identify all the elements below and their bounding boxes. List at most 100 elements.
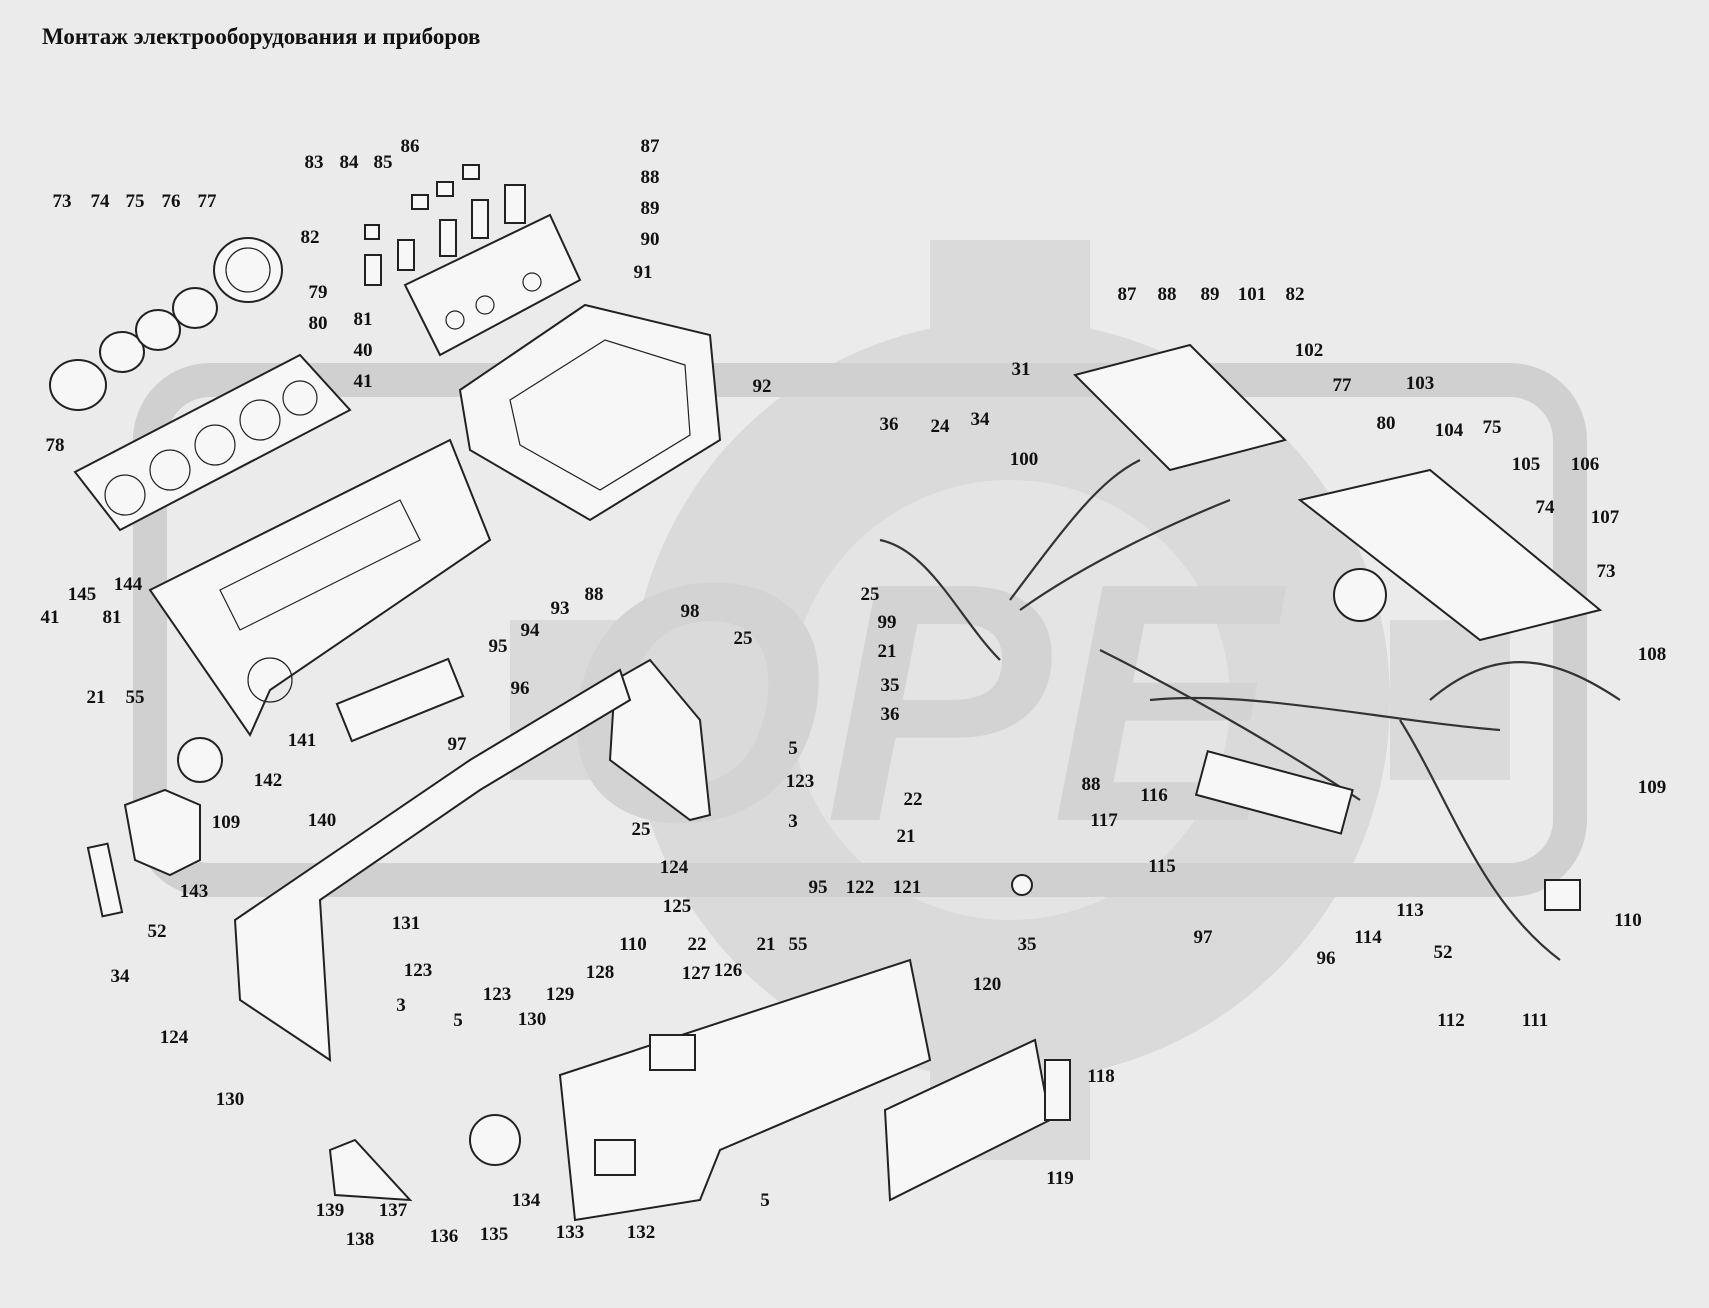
callout-c-80b: 80 bbox=[1377, 413, 1396, 434]
relay-110-b bbox=[1544, 879, 1581, 911]
callout-c-92: 92 bbox=[753, 376, 772, 397]
wire-bundle-1 bbox=[1009, 459, 1141, 601]
support-frame-124 bbox=[233, 668, 632, 1062]
callout-c-127: 127 bbox=[682, 963, 711, 984]
fuse-block-141 bbox=[335, 657, 465, 743]
callout-c-145: 145 bbox=[68, 584, 97, 605]
gauge-109 bbox=[177, 737, 223, 783]
switch-hole-3 bbox=[522, 272, 542, 292]
callout-c-135: 135 bbox=[480, 1224, 509, 1245]
gauges-group bbox=[49, 237, 283, 411]
callout-c-77a: 77 bbox=[198, 191, 218, 212]
callout-c-35a: 35 bbox=[881, 675, 900, 696]
callout-c-78: 78 bbox=[46, 435, 65, 456]
callout-c-119: 119 bbox=[1046, 1168, 1073, 1189]
callout-c-125: 125 bbox=[663, 896, 692, 917]
callout-c-133: 133 bbox=[556, 1222, 585, 1243]
callout-c-3a: 3 bbox=[788, 811, 798, 832]
callout-c-112: 112 bbox=[1437, 1010, 1464, 1031]
callout-c-122: 122 bbox=[846, 877, 875, 898]
plate-132 bbox=[594, 1139, 636, 1176]
callout-c-24: 24 bbox=[931, 416, 951, 437]
callout-c-82b: 82 bbox=[1286, 284, 1305, 305]
block-118 bbox=[1044, 1059, 1071, 1121]
switch-82-a bbox=[397, 239, 415, 271]
callout-c-96a: 96 bbox=[511, 678, 530, 699]
callout-c-75a: 75 bbox=[126, 191, 145, 212]
switch-hole-1 bbox=[445, 310, 465, 330]
callout-c-93: 93 bbox=[551, 598, 570, 619]
callout-c-73a: 73 bbox=[53, 191, 72, 212]
cover-92-window bbox=[509, 339, 691, 491]
wire-bundle-3 bbox=[1099, 649, 1361, 801]
callout-c-36b: 36 bbox=[881, 704, 900, 725]
callout-c-82a: 82 bbox=[301, 227, 320, 248]
dash-gauge-hole bbox=[247, 657, 293, 703]
callout-c-111: 111 bbox=[1522, 1010, 1548, 1031]
callout-c-75b: 75 bbox=[1483, 417, 1502, 438]
callout-c-104: 104 bbox=[1435, 420, 1464, 441]
harness-housing-right bbox=[1297, 468, 1603, 642]
lamp-86 bbox=[462, 164, 480, 180]
callout-c-40: 40 bbox=[354, 340, 373, 361]
callout-c-134: 134 bbox=[512, 1190, 541, 1211]
callout-c-86: 86 bbox=[401, 136, 420, 157]
dash-housing bbox=[148, 438, 492, 738]
wire-bundle-6 bbox=[1429, 661, 1621, 701]
callout-c-52b: 52 bbox=[1434, 942, 1453, 963]
callout-c-141: 141 bbox=[288, 730, 317, 751]
callout-c-120: 120 bbox=[973, 974, 1002, 995]
callout-c-52a: 52 bbox=[148, 921, 167, 942]
callout-c-76a: 76 bbox=[162, 191, 181, 212]
callout-c-100: 100 bbox=[1010, 449, 1039, 470]
callout-c-21c: 21 bbox=[878, 641, 897, 662]
callout-c-109b: 109 bbox=[1638, 777, 1667, 798]
callout-c-123a: 123 bbox=[786, 771, 815, 792]
relay-110 bbox=[649, 1034, 696, 1071]
dash-housing-slot bbox=[219, 499, 421, 631]
callout-c-113: 113 bbox=[1396, 900, 1423, 921]
callout-c-88b: 88 bbox=[585, 584, 604, 605]
callout-c-73b: 73 bbox=[1597, 561, 1616, 582]
callout-c-87a: 87 bbox=[641, 136, 661, 157]
callout-c-85: 85 bbox=[374, 152, 393, 173]
callout-c-101: 101 bbox=[1238, 284, 1267, 305]
callout-c-130a: 130 bbox=[216, 1089, 245, 1110]
callout-c-80a: 80 bbox=[309, 313, 328, 334]
panel-hole-3 bbox=[194, 424, 236, 466]
gauge-77 bbox=[213, 237, 283, 303]
callout-c-99: 99 bbox=[878, 612, 897, 633]
callout-c-41b: 41 bbox=[41, 607, 60, 628]
callout-c-89a: 89 bbox=[641, 198, 660, 219]
callout-c-107: 107 bbox=[1591, 507, 1620, 528]
callout-c-105: 105 bbox=[1512, 454, 1541, 475]
callout-c-81b: 81 bbox=[103, 607, 122, 628]
callout-c-142: 142 bbox=[254, 770, 283, 791]
callout-c-116: 116 bbox=[1140, 785, 1167, 806]
callout-c-95a: 95 bbox=[489, 636, 508, 657]
callout-c-88d: 88 bbox=[1082, 774, 1101, 795]
callout-c-136: 136 bbox=[430, 1226, 459, 1247]
callout-c-124a: 124 bbox=[660, 857, 689, 878]
callout-c-97a: 97 bbox=[448, 734, 468, 755]
wire-bundle-5 bbox=[1399, 719, 1561, 961]
cover-92 bbox=[458, 303, 722, 522]
callout-c-118: 118 bbox=[1087, 1066, 1114, 1087]
toggle-switch-88 bbox=[471, 199, 489, 239]
callout-c-21b: 21 bbox=[757, 934, 776, 955]
callout-c-55b: 55 bbox=[789, 934, 808, 955]
callout-c-3b: 3 bbox=[396, 995, 406, 1016]
callout-c-140: 140 bbox=[308, 810, 337, 831]
callout-c-103: 103 bbox=[1406, 373, 1435, 394]
callout-c-74b: 74 bbox=[1536, 497, 1556, 518]
side-bracket-98 bbox=[608, 658, 712, 822]
callout-c-132: 132 bbox=[627, 1222, 656, 1243]
callout-c-41a: 41 bbox=[354, 371, 373, 392]
gauge-73 bbox=[49, 359, 107, 411]
wire-bundle-4 bbox=[1149, 696, 1501, 732]
callout-c-121: 121 bbox=[893, 877, 922, 898]
switch-82-b bbox=[364, 254, 382, 286]
callout-c-110b: 110 bbox=[1614, 910, 1641, 931]
callout-c-95b: 95 bbox=[809, 877, 828, 898]
callout-c-106: 106 bbox=[1571, 454, 1600, 475]
